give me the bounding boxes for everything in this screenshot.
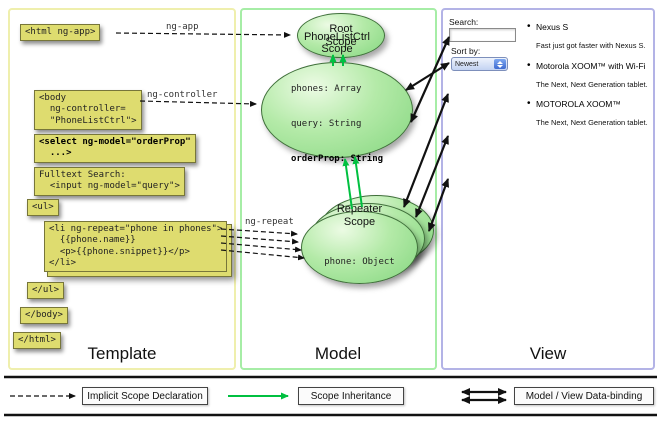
dropdown-arrows-icon [494, 59, 506, 69]
repeater-scope-props: phone: Object [324, 233, 394, 291]
phonelistctrl-scope-title: PhoneListCtrl Scope [303, 30, 371, 56]
phone-name: Motorola XOOM™ with Wi-Fi [527, 60, 655, 71]
code-ul-open: <ul> [27, 199, 59, 217]
prop-phones: phones: Array [290, 84, 362, 95]
code-body-ng-controller: <body ng-controller= "PhoneListCtrl"> [34, 90, 142, 130]
model-column-title: Model [314, 344, 362, 363]
phone-name: Nexus S [527, 21, 655, 32]
legend-implicit-scope-declaration: Implicit Scope Declaration [82, 387, 208, 405]
legend-scope-inheritance: Scope Inheritance [298, 387, 404, 405]
phone-snippet: The Next, Next Generation tablet. [536, 80, 648, 89]
code-ul-close: </ul> [27, 282, 65, 300]
ng-app-label: ng-app [166, 22, 199, 32]
phone-snippet: Fast just got faster with Nexus S. [536, 41, 646, 50]
prop-query: query: String [290, 119, 362, 130]
sort-dropdown-value: Newest [455, 60, 479, 68]
code-fulltext-search-input: Fulltext Search: <input ng-model="query"… [34, 167, 185, 196]
code-html-ng-app: <html ng-app> [20, 24, 101, 42]
phone-list-item: Nexus S Fast just got faster with Nexus … [527, 21, 655, 50]
ng-controller-label: ng-controller [147, 90, 218, 100]
prop-phone: phone: Object [324, 256, 395, 267]
search-input[interactable] [449, 28, 516, 42]
template-column-title: Template [87, 344, 157, 363]
root-scope-ellipse: Root Scope [297, 13, 385, 58]
view-column-title: View [529, 344, 567, 363]
phone-list-item: MOTOROLA XOOM™ The Next, Next Generation… [527, 98, 655, 127]
repeater-scope-title: Repeater Scope [336, 203, 383, 228]
prop-orderprop: orderProp: String [290, 154, 384, 165]
code-select-ng-model: <select ng-model="orderProp" ...> [34, 134, 196, 163]
sort-dropdown[interactable]: Newest [451, 57, 508, 71]
phone-name: MOTOROLA XOOM™ [527, 98, 655, 109]
phonelistctrl-scope-props: phones: Array query: String orderProp: S… [291, 61, 383, 190]
sort-by-label: Sort by: [451, 46, 481, 56]
code-body-close: </body> [20, 307, 68, 325]
phonelistctrl-scope-ellipse: PhoneListCtrl Scope phones: Array query:… [261, 31, 413, 164]
code-html-close: </html> [13, 332, 61, 350]
legend-model-view-databinding: Model / View Data-binding [514, 387, 654, 405]
search-label: Search: [449, 17, 479, 27]
root-scope-title: Root Scope [325, 22, 357, 48]
phone-snippet: The Next, Next Generation tablet. [536, 118, 648, 127]
repeater-scope-ellipse-front: Repeater Scope phone: Object [301, 203, 418, 284]
code-li-ng-repeat: <li ng-repeat="phone in phones"> {{phone… [44, 221, 228, 272]
phone-list-item: Motorola XOOM™ with Wi-Fi The Next, Next… [527, 60, 655, 89]
ng-repeat-label: ng-repeat [245, 217, 294, 227]
